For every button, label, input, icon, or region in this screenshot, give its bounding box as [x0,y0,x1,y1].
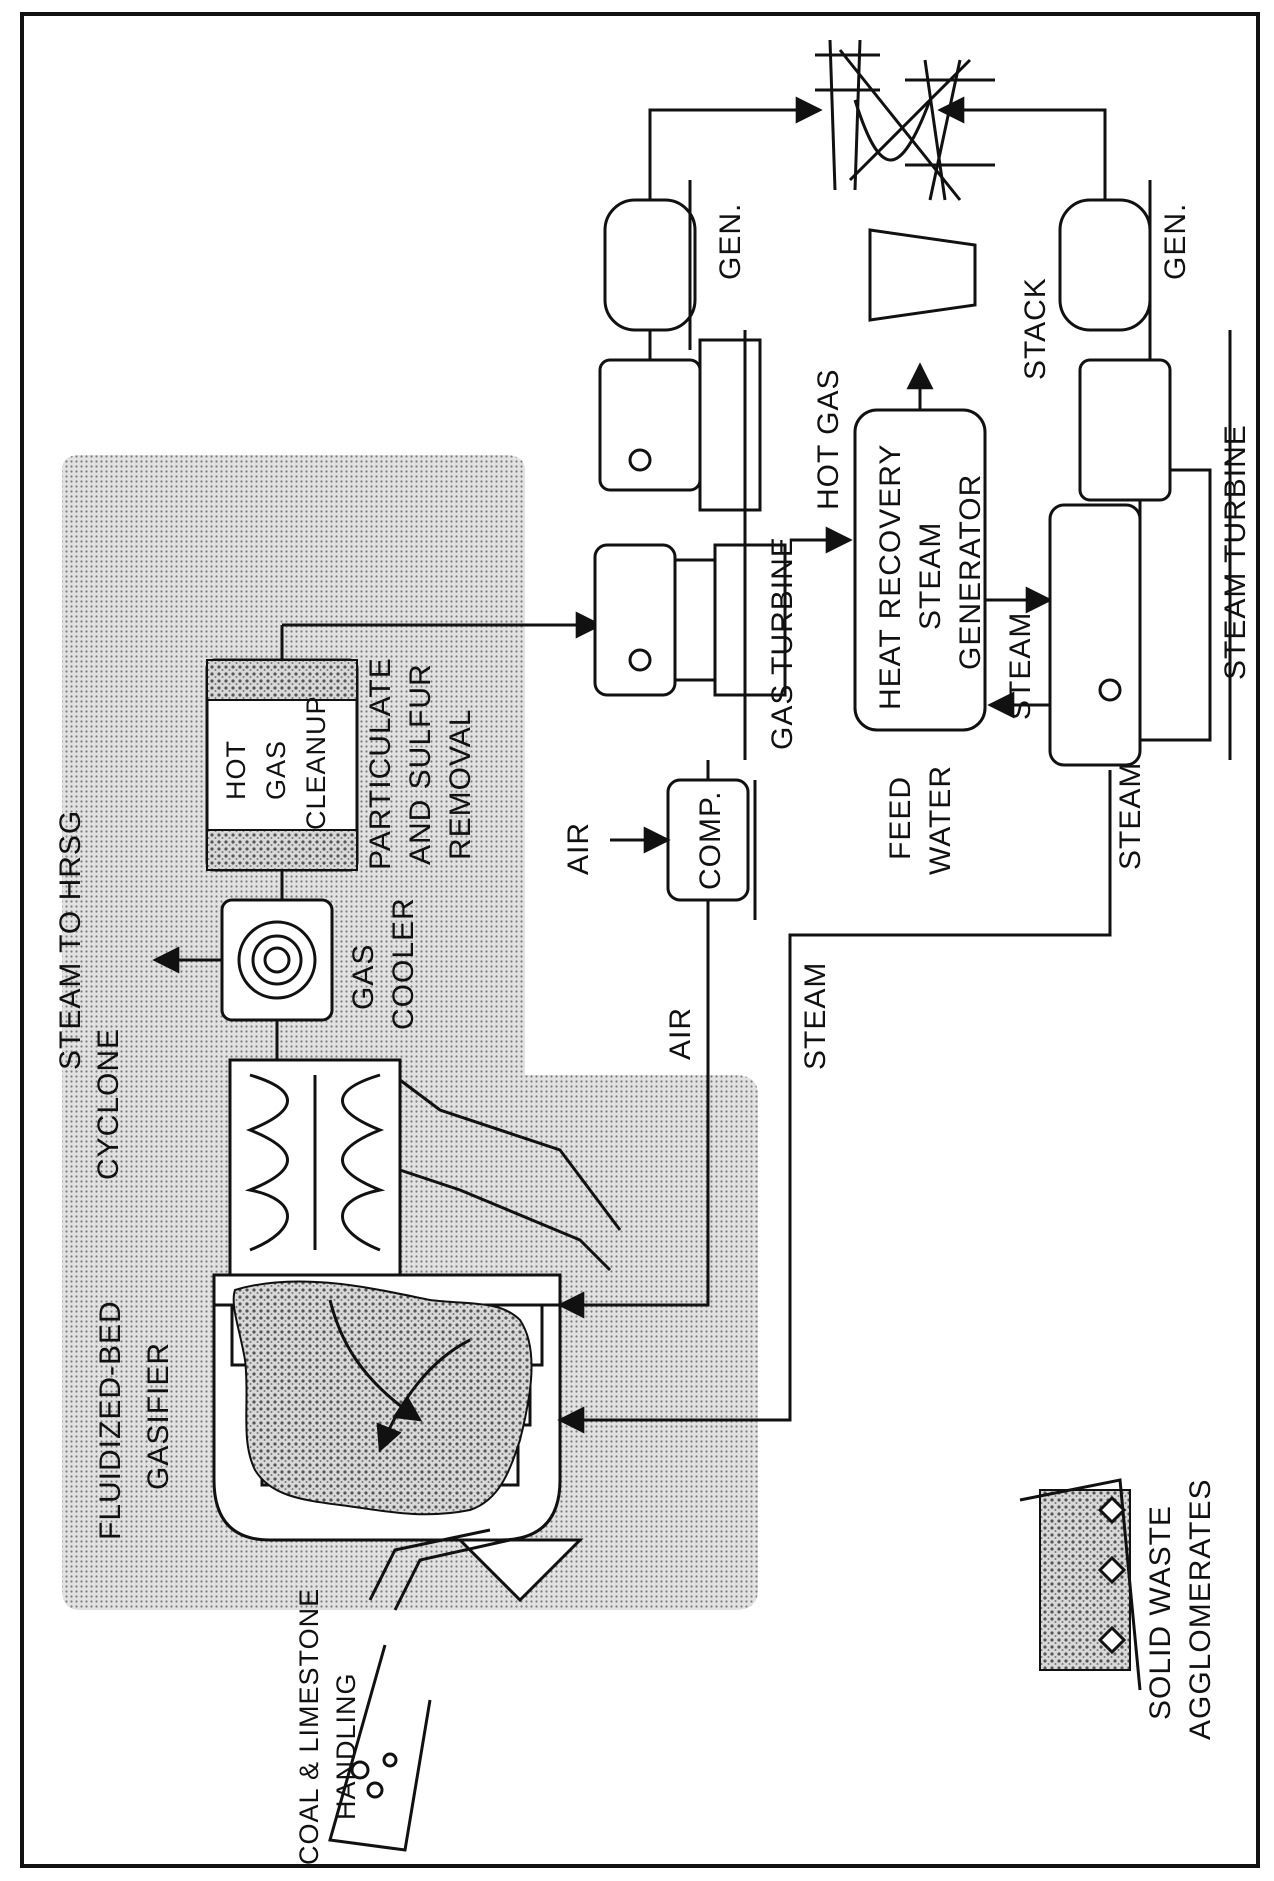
label-solid-2: AGGLOMERATES [1184,1479,1217,1741]
coal-limestone-conveyor [328,1528,511,1852]
label-gas-turbine: GAS TURBINE [766,536,799,750]
steam-turbine [1048,330,1232,767]
label-air-in: AIR [562,822,595,875]
air-line [557,900,710,1319]
solid-waste-agglomerates [1019,1478,1142,1691]
label-coal-2: HANDLING [331,1672,361,1820]
label-hrsg-3: GENERATOR [954,474,987,670]
label-air-line: AIR [664,1007,697,1060]
fluidized-bed [232,1280,533,1516]
label-stack: STACK [1019,277,1052,380]
label-steam-b: STEAM [1114,762,1147,870]
label-particulate-1: PARTICULATE [364,657,397,870]
label-hrsg-2: STEAM [914,522,947,630]
label-gen-bottom: GEN. [1159,203,1192,280]
label-gasifier-2: GASIFIER [142,1342,175,1490]
label-gas-cooler-1: GAS [347,944,380,1010]
heat-recovery-steam-generator [853,362,1060,732]
stack [868,228,977,322]
generator-top [603,96,823,360]
gas-turbine [593,330,787,760]
label-particulate-3: REMOVAL [444,709,477,860]
label-hrsg-1: HEAT RECOVERY [874,444,907,710]
label-gas-cooler-2: COOLER [387,897,420,1030]
cyclone [228,1058,622,1277]
generator-bottom [937,96,1152,360]
label-hot-gas-cleanup-2: GAS [261,740,291,800]
label-feed-water-2: WATER [924,765,957,875]
label-hot-gas-cleanup-1: HOT [221,740,251,800]
label-solid-1: SOLID WASTE [1144,1505,1177,1720]
steam-line [557,770,1112,1434]
label-feed-water-1: FEED [884,776,917,860]
hot-gas-cleanup-vessel [205,625,359,900]
transmission-towers [815,39,995,201]
compressor [610,760,757,920]
label-steam-a: STEAM [1004,612,1037,720]
label-particulate-2: AND SULFUR [404,663,437,865]
label-hot-gas: HOT GAS [812,369,845,510]
gas-cooler [152,898,334,1060]
label-steam-line: STEAM [799,962,832,1070]
label-steam-to-hrsg: STEAM TO HRSG [54,810,87,1070]
fluidized-bed-gasifier [212,1273,584,1603]
outer-frame [20,12,1260,1868]
label-comp: COMP. [694,791,727,890]
label-gasifier-1: FLUIDIZED-BED [94,1300,127,1540]
label-hot-gas-cleanup-3: CLEANUP [301,695,331,830]
label-steam-turbine: STEAM TURBINE [1219,424,1252,680]
label-coal-1: COAL & LIMESTONE [294,1588,324,1865]
label-gen-top: GEN. [714,203,747,280]
label-cyclone: CYCLONE [92,1028,125,1180]
